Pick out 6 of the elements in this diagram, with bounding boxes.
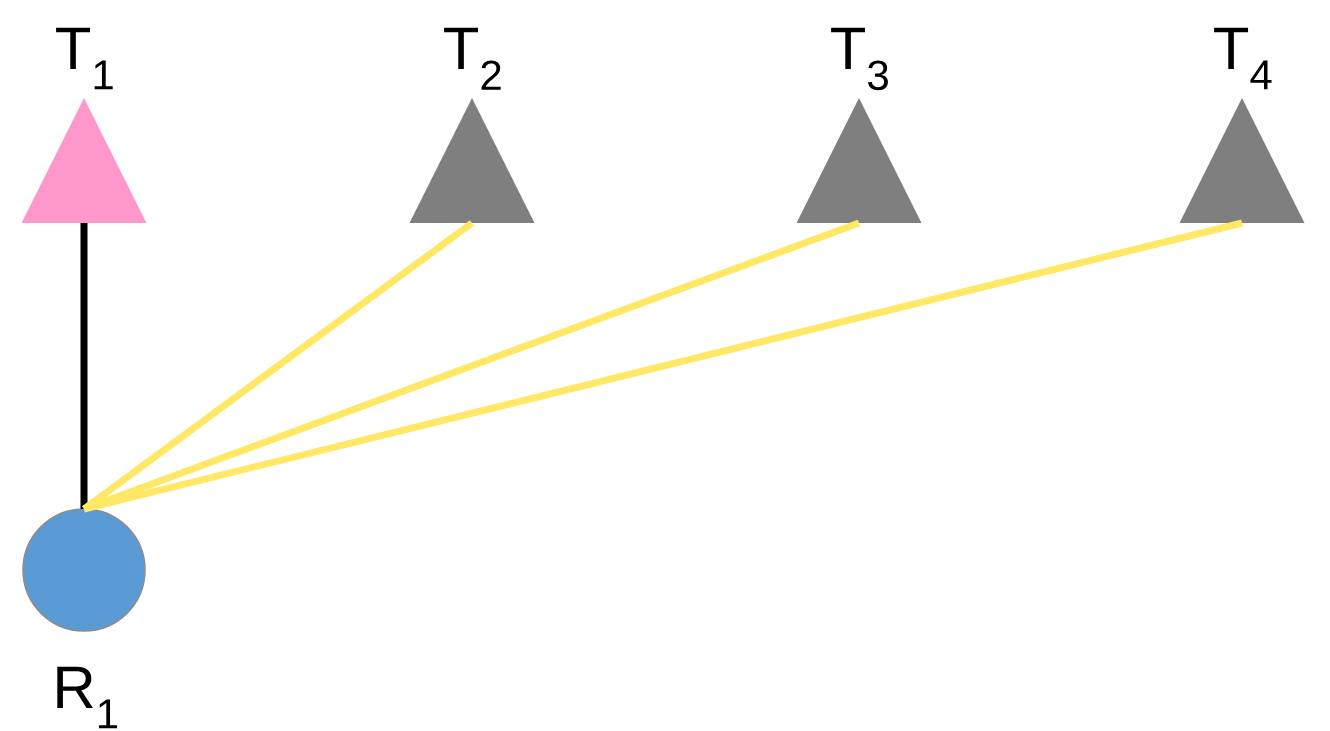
node-label: T$_{2}$ [444,27,501,90]
connector-line [83,219,1243,513]
node-label: T$_{4}$ [1214,27,1272,90]
node-label: T$_{1}$ [56,27,113,90]
node-label: T$_{3}$ [831,27,888,91]
node-label: R$_{1}$ [57,666,118,729]
